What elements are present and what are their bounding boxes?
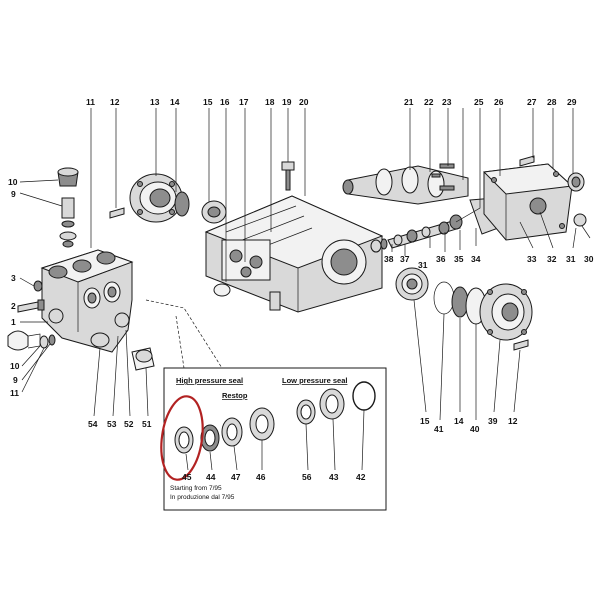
label-23: 23 xyxy=(442,97,452,107)
label-52: 52 xyxy=(124,419,134,429)
label-38: 38 xyxy=(384,254,394,264)
note-line-2: In produzione dal 7/95 xyxy=(170,494,235,501)
oil-seal-14-right xyxy=(451,286,469,318)
label-11a: 11 xyxy=(86,97,95,107)
low-pressure-seal-title: Low pressure seal xyxy=(282,376,347,385)
note-line-1: Starting from 7/95 xyxy=(170,485,222,492)
label-51: 51 xyxy=(142,419,152,429)
oil-cap-29 xyxy=(567,172,585,192)
seal-ring-56 xyxy=(296,399,316,425)
washer-3 xyxy=(33,280,43,292)
valve-plug-top xyxy=(57,167,79,187)
label-31a: 31 xyxy=(418,260,428,270)
o-ring-16 xyxy=(213,283,231,297)
label-30: 30 xyxy=(584,254,594,264)
crankcase-body xyxy=(204,195,384,313)
seal-ring-44 xyxy=(200,424,220,452)
label-28: 28 xyxy=(547,97,557,107)
highlight-circle xyxy=(160,395,204,481)
screw-12-left xyxy=(109,207,125,219)
label-15b: 15 xyxy=(420,416,430,426)
label-47: 47 xyxy=(231,472,241,482)
bearing-15-left xyxy=(201,200,227,224)
label-10a: 10 xyxy=(8,177,18,187)
label-32: 32 xyxy=(547,254,557,264)
label-12b: 12 xyxy=(508,416,518,426)
screw-2 xyxy=(17,299,45,313)
seal-ring-43 xyxy=(319,388,345,420)
inset-captions: High pressure seal Restop Low pressure s… xyxy=(170,376,347,501)
bearing-cover-13 xyxy=(129,173,183,223)
label-14b: 14 xyxy=(454,416,464,426)
label-10b: 10 xyxy=(10,361,20,371)
label-34: 34 xyxy=(471,254,481,264)
label-45: 45 xyxy=(182,472,192,482)
bearing-15-right xyxy=(395,267,429,301)
label-33: 33 xyxy=(527,254,537,264)
seal-ring-45 xyxy=(174,426,194,454)
label-42: 42 xyxy=(356,472,366,482)
label-17: 17 xyxy=(239,97,249,107)
part-number-labels: 11 12 13 14 15 16 17 18 19 20 21 22 23 2… xyxy=(8,97,594,482)
label-37: 37 xyxy=(400,254,410,264)
o-ring-41 xyxy=(433,281,455,315)
label-20: 20 xyxy=(299,97,309,107)
screw-12-right xyxy=(513,339,529,351)
rear-cover-26 xyxy=(482,163,574,241)
label-26: 26 xyxy=(494,97,504,107)
plunger-parts-35-38 xyxy=(370,221,450,253)
plug-1 xyxy=(7,330,41,351)
plug-30 xyxy=(573,213,587,227)
crankshaft-21 xyxy=(342,165,469,205)
label-2: 2 xyxy=(11,301,16,311)
label-41: 41 xyxy=(434,424,444,434)
label-56: 56 xyxy=(302,472,312,482)
label-11b: 11 xyxy=(10,388,19,398)
label-13: 13 xyxy=(150,97,160,107)
label-31b: 31 xyxy=(566,254,576,264)
oil-dipstick-19 xyxy=(281,161,295,191)
bearing-cover-39 xyxy=(479,283,533,341)
high-pressure-seal-title: High pressure seal xyxy=(176,376,243,385)
label-22: 22 xyxy=(424,97,434,107)
fitting-51 xyxy=(131,347,155,371)
label-43: 43 xyxy=(329,472,339,482)
valve-lower-9-10 xyxy=(39,334,56,349)
label-40: 40 xyxy=(470,424,480,434)
leader-lines xyxy=(19,108,591,421)
screw-27 xyxy=(519,155,535,167)
label-15a: 15 xyxy=(203,97,213,107)
restop-ring-46 xyxy=(249,407,275,441)
label-35: 35 xyxy=(454,254,464,264)
label-19: 19 xyxy=(282,97,292,107)
label-16: 16 xyxy=(220,97,230,107)
label-44: 44 xyxy=(206,472,216,482)
valve-assembly-top xyxy=(59,197,77,248)
label-25: 25 xyxy=(474,97,484,107)
label-9b: 9 xyxy=(13,375,18,385)
label-36: 36 xyxy=(436,254,446,264)
restop-title: Restop xyxy=(222,391,248,400)
oil-seal-14-left xyxy=(174,191,190,217)
label-14a: 14 xyxy=(170,97,180,107)
label-1: 1 xyxy=(11,317,16,327)
label-29: 29 xyxy=(567,97,577,107)
key-22-23 xyxy=(431,163,455,178)
restop-ring-47 xyxy=(221,417,243,447)
label-53: 53 xyxy=(107,419,117,429)
label-18: 18 xyxy=(265,97,275,107)
label-21: 21 xyxy=(404,97,414,107)
label-39: 39 xyxy=(488,416,498,426)
label-46: 46 xyxy=(256,472,266,482)
label-9a: 9 xyxy=(11,189,16,199)
label-27: 27 xyxy=(527,97,537,107)
pump-manifold-head xyxy=(40,249,134,353)
label-3: 3 xyxy=(11,273,16,283)
label-12a: 12 xyxy=(110,97,120,107)
label-54: 54 xyxy=(88,419,98,429)
